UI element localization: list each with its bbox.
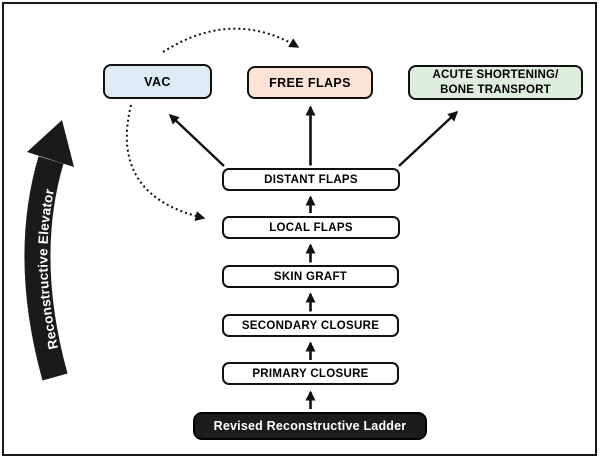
- step-local-flaps-label: LOCAL FLAPS: [269, 221, 353, 234]
- arrow-distant-to-acute: [398, 110, 459, 167]
- free-flaps-box: FREE FLAPS: [247, 66, 373, 99]
- acute-shortening-label-line2: BONE TRANSPORT: [440, 83, 551, 96]
- step-skin-graft: SKIN GRAFT: [222, 265, 399, 288]
- step-secondary-closure-label: SECONDARY CLOSURE: [241, 319, 380, 332]
- acute-shortening-label-line1: ACUTE SHORTENING/: [432, 69, 559, 82]
- elevator-arrowhead: [27, 120, 74, 167]
- step-distant-flaps: DISTANT FLAPS: [222, 168, 400, 191]
- vac-label: VAC: [144, 74, 171, 89]
- elevator-arrow: Reconstructive Elevator: [24, 120, 74, 381]
- ladder-title-box: Revised Reconstructive Ladder: [193, 412, 427, 440]
- acute-shortening-box: ACUTE SHORTENING/ BONE TRANSPORT: [408, 65, 583, 100]
- step-distant-flaps-label: DISTANT FLAPS: [264, 173, 358, 186]
- step-local-flaps: LOCAL FLAPS: [222, 216, 400, 239]
- step-secondary-closure: SECONDARY CLOSURE: [222, 314, 399, 337]
- vac-box: VAC: [103, 64, 212, 99]
- step-skin-graft-label: SKIN GRAFT: [273, 270, 348, 283]
- step-primary-closure: PRIMARY CLOSURE: [222, 362, 399, 385]
- free-flaps-label: FREE FLAPS: [269, 75, 351, 90]
- dotted-arrow-vac-to-free-flaps: [162, 27, 300, 53]
- elevator-band: [24, 156, 68, 381]
- dotted-arrow-vac-to-local-flaps: [125, 104, 206, 221]
- arrow-distant-to-vac: [168, 113, 225, 167]
- ladder-title-label: Revised Reconstructive Ladder: [213, 419, 407, 433]
- step-primary-closure-label: PRIMARY CLOSURE: [252, 367, 369, 380]
